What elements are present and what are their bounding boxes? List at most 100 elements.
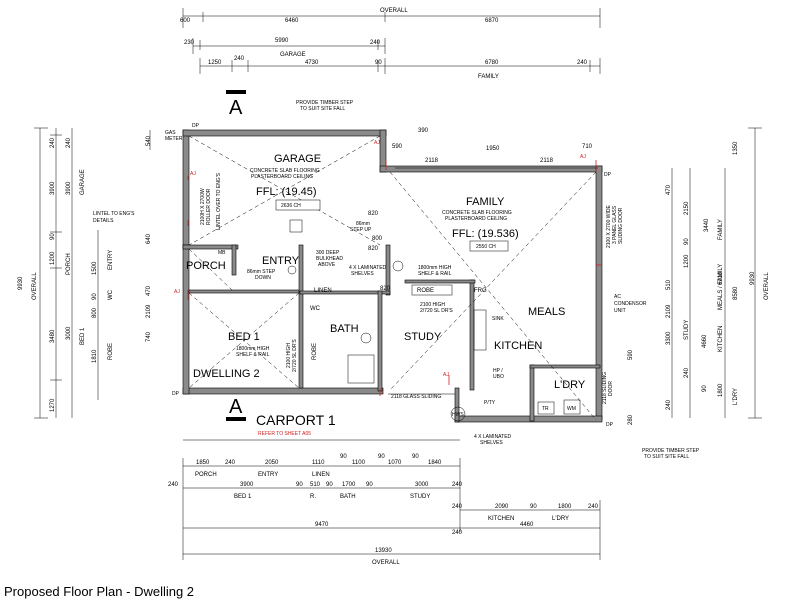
top-overall-6460: 6460: [285, 18, 299, 24]
bottom-r2-240b: 240: [452, 482, 463, 488]
top-390: 390: [418, 128, 429, 134]
right-8580: 8580: [733, 286, 739, 300]
dp-2: DP: [604, 172, 612, 178]
left-c-740: 740: [146, 331, 152, 342]
right-510: 510: [666, 279, 672, 290]
right-90b: 90: [702, 385, 708, 392]
left-b-3000: 3000: [66, 326, 72, 340]
right-240: 240: [684, 367, 690, 378]
bottom-r2-3900: 3900: [240, 482, 254, 488]
garage-labels: GARAGE CONCRETE SLAB FLOORING PLASTERBOA…: [93, 100, 380, 233]
top-dimensions: OVERALL 600 6460 6870 230 5990 240 GARAG…: [180, 8, 601, 80]
shelf-rail-1: 1800mm HIGH: [418, 265, 452, 271]
step-down-1: 86mm STEP: [247, 269, 276, 275]
ldry-slide-2: DOOR: [608, 381, 614, 396]
section-a-top: A: [229, 97, 243, 119]
dp-4: DP: [606, 422, 614, 428]
right-3300: 3300: [666, 331, 672, 345]
right-6210: 6210: [718, 271, 724, 285]
bottom-linen-label: LINEN: [312, 472, 330, 478]
top-r3-6780: 6780: [485, 60, 499, 66]
left-c-1810: 1810: [92, 349, 98, 363]
left-a-240: 240: [50, 137, 56, 148]
left-wc-label: WC: [108, 289, 114, 300]
right-1200: 1200: [684, 254, 690, 268]
bottom-r2-510: 510: [310, 482, 321, 488]
bottom-overall-label: OVERALL: [372, 560, 400, 566]
right-overall-label: OVERALL: [764, 272, 770, 300]
laminated-bottom-2: SHELVES: [480, 440, 503, 446]
left-b-3900: 3900: [66, 181, 72, 195]
family-flooring: CONCRETE SLAB FLOORING: [442, 210, 512, 216]
right-kitchen-label: KITCHEN: [718, 326, 724, 352]
left-entry-label: ENTRY: [108, 250, 114, 270]
right-study-label: STUDY: [684, 320, 690, 340]
top-r3-1250: 1250: [208, 60, 222, 66]
timber-step-right-2: TO SUIT SITE FALL: [644, 454, 689, 460]
top-710: 710: [582, 144, 593, 150]
family-labels: FAMILY CONCRETE SLAB FLOORING PLASTERBOA…: [350, 128, 647, 314]
bottom-1840: 1840: [428, 460, 442, 466]
kitchen-labels: MEALS KITCHEN SINK HP / UBO P/TY L'DRY T…: [450, 306, 700, 460]
garage-ch: 2636 CH: [281, 203, 301, 209]
step-up-2: STEP UP: [350, 227, 372, 233]
shelf-rail-2: SHELF & RAIL: [418, 271, 452, 277]
bottom-r-label: R.: [310, 494, 316, 500]
right-ldry-label: L'DRY: [733, 388, 739, 405]
top-overall-6870: 6870: [485, 18, 499, 24]
right-family-label: FAMILY: [718, 219, 724, 240]
room-robe-study: ROBE: [417, 288, 434, 294]
walls: [182, 129, 603, 423]
tr-label: TR: [542, 406, 549, 412]
bottom-porch-1850: 1850: [196, 460, 210, 466]
garage-ceiling: PLASTERBOARD CEILING: [251, 174, 313, 180]
aj-5: AJ: [443, 372, 449, 378]
room-robe-bed: ROBE: [312, 343, 318, 360]
right-470: 470: [666, 184, 672, 195]
left-c-470: 470: [146, 285, 152, 296]
left-bed1-label: BED 1: [80, 327, 86, 345]
bottom-r3-1800: 1800: [558, 504, 572, 510]
room-family: FAMILY: [466, 196, 505, 208]
right-280: 280: [628, 414, 634, 425]
aj-1: AJ: [374, 140, 380, 146]
top-overall-600: 600: [180, 18, 191, 24]
left-b-porch: PORCH: [66, 253, 72, 275]
right-240b: 240: [666, 399, 672, 410]
top-win-2118b: 2118: [540, 158, 554, 164]
bottom-r2-240: 240: [168, 482, 179, 488]
top-overall-label: OVERALL: [380, 8, 408, 14]
ac-1: AC: [614, 294, 621, 300]
bottom-90b: 90: [378, 454, 385, 460]
bed-shelf-2: SHELF & RAIL: [236, 352, 270, 358]
left-overall-value: 9930: [18, 276, 24, 290]
study-doors-2: 2/720 SL DR'S: [420, 308, 453, 314]
bottom-dimensions: 1850 240 2050 1110 90 1100 90 1070 90 18…: [168, 454, 601, 566]
garage-door-type: ROLLER DOOR: [206, 188, 212, 225]
left-c-90: 90: [92, 293, 98, 300]
left-c-2109: 2109: [146, 304, 152, 318]
left-b-240: 240: [66, 137, 72, 148]
room-entry: ENTRY: [262, 255, 300, 267]
bottom-study-label: STUDY: [410, 494, 430, 500]
bottom-kitchen-label: KITCHEN: [488, 516, 514, 522]
ldry-slide-1: 2118 SLIDING: [602, 372, 608, 404]
top-820a: 820: [368, 246, 379, 252]
left-a-3480: 3480: [50, 329, 56, 343]
right-1800: 1800: [718, 383, 724, 397]
left-c-540: 540: [146, 135, 152, 146]
sink-label: SINK: [492, 316, 504, 322]
laminated-bottom-1: 4 X LAMINATED: [474, 434, 512, 440]
room-linen: LINEN: [314, 288, 332, 294]
hws-label: HWS: [452, 412, 464, 418]
left-garage-label: GARAGE: [80, 169, 86, 195]
lintel-note-1: LINTEL TO ENG'S: [93, 211, 135, 217]
gas-meter-2: METER: [165, 136, 183, 142]
room-meals: MEALS: [528, 306, 565, 318]
bottom-porch-240: 240: [225, 460, 236, 466]
left-robe-label: ROBE: [108, 343, 114, 360]
family-ffl: FFL: (19.536): [452, 228, 519, 240]
carport-ref: REFER TO SHEET A05: [258, 431, 311, 437]
top-garage-230: 230: [184, 40, 195, 46]
bottom-bed1-label: BED 1: [234, 494, 252, 500]
